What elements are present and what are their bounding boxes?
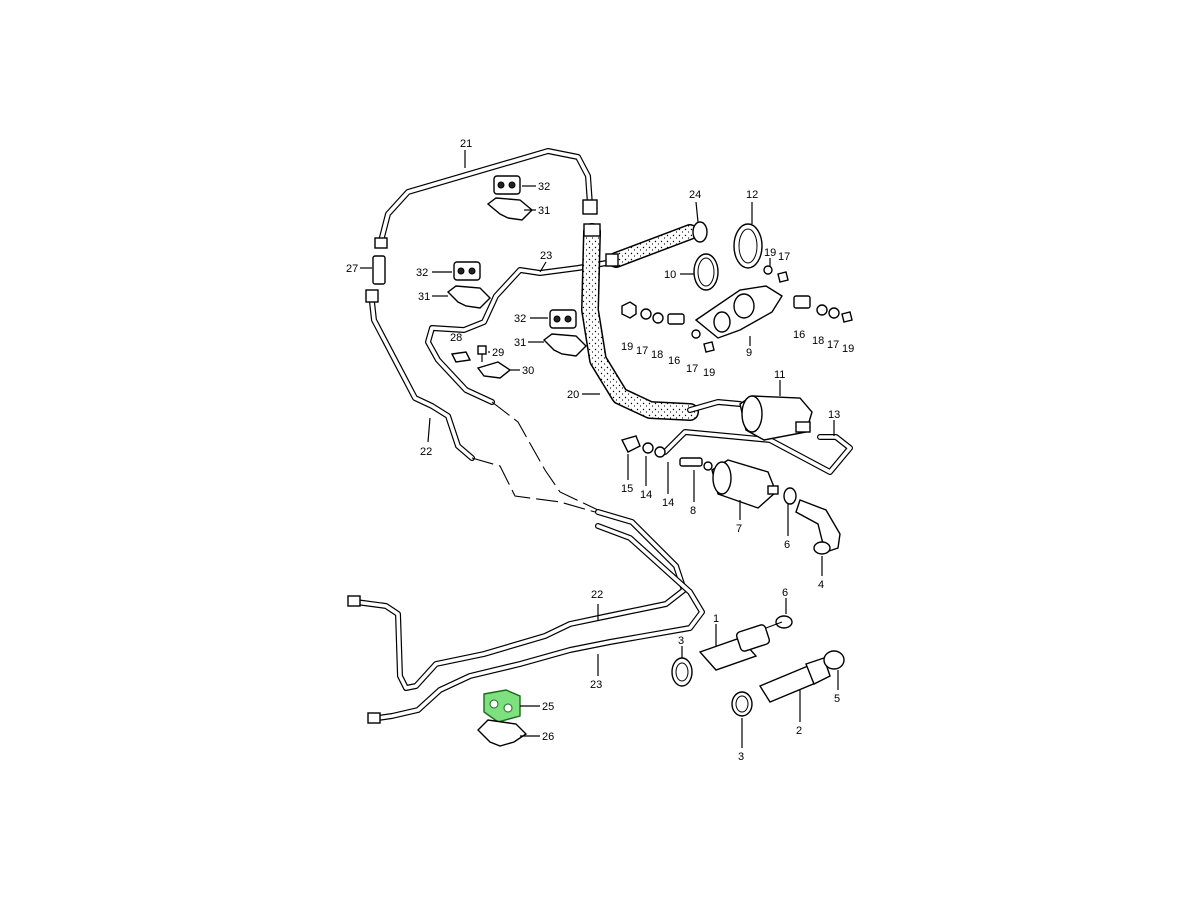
- callout-6: 6: [784, 539, 790, 551]
- callout-2: 2: [796, 725, 802, 737]
- part-3-o-ring-lower[interactable]: [731, 691, 753, 717]
- callout-24: 24: [689, 189, 701, 201]
- part-6-clamp-lower[interactable]: [775, 615, 793, 629]
- part-2-strainer[interactable]: [758, 657, 831, 703]
- callout-12: 12: [746, 189, 758, 201]
- callout-3: 3: [738, 751, 744, 763]
- callout-labels: 21 32 31 23 27 32 31 32 31 28 29 30 20 2…: [346, 138, 854, 763]
- callout-11: 11: [774, 369, 785, 381]
- fuel-hose-upper: [605, 224, 698, 268]
- part-25-clamp-highlighted[interactable]: [483, 689, 521, 723]
- hardware-left-set[interactable]: [621, 301, 715, 353]
- callout-23: 23: [540, 250, 552, 262]
- callout-10: 10: [664, 269, 676, 281]
- fuel-line-23-lower: [367, 523, 705, 724]
- part-3-o-ring-upper[interactable]: [671, 657, 693, 687]
- callout-27: 27: [346, 263, 358, 275]
- part-15-nut[interactable]: [620, 435, 641, 453]
- callout-8: 8: [690, 505, 696, 517]
- callout-25: 25: [542, 701, 554, 713]
- fuel-line-left-long: [365, 289, 596, 513]
- callout-7: 7: [736, 523, 742, 535]
- callout-31: 31: [418, 291, 430, 303]
- callout-5: 5: [834, 693, 840, 705]
- part-9-bracket[interactable]: [694, 285, 783, 339]
- fuel-line-23-upper: [425, 259, 615, 511]
- part-26-bracket[interactable]: [477, 719, 528, 747]
- clip-group-top[interactable]: [486, 175, 534, 221]
- callout-29: 29: [492, 347, 504, 359]
- clip-group-right[interactable]: [542, 309, 587, 357]
- part-28-nut[interactable]: [450, 351, 472, 363]
- callout-20: 20: [567, 389, 579, 401]
- callout-17: 17: [778, 251, 790, 263]
- part-29-screw[interactable]: [477, 345, 487, 362]
- callout-19: 19: [764, 247, 776, 259]
- callout-19: 19: [621, 341, 633, 353]
- callout-6: 6: [782, 587, 788, 599]
- callout-17: 17: [827, 339, 839, 351]
- callout-16: 16: [793, 329, 805, 341]
- callout-21: 21: [460, 138, 472, 150]
- fuel-line-13: [662, 429, 853, 475]
- part-10-clamp[interactable]: [693, 253, 719, 291]
- part-11-fuel-filter[interactable]: [739, 395, 813, 441]
- callout-31: 31: [514, 337, 526, 349]
- callout-30: 30: [522, 365, 534, 377]
- part-24-clamp[interactable]: [692, 221, 708, 243]
- leader-lines: [360, 150, 839, 748]
- fuel-hose-20: [581, 223, 743, 421]
- callout-4: 4: [818, 579, 824, 591]
- part-6-clamp-upper[interactable]: [783, 487, 797, 505]
- callout-14: 14: [662, 497, 674, 509]
- callout-23: 23: [590, 679, 602, 691]
- part-5-clamp[interactable]: [823, 650, 845, 670]
- callout-3: 3: [678, 635, 684, 647]
- callout-32: 32: [514, 313, 526, 325]
- callout-22: 22: [591, 589, 603, 601]
- callout-28: 28: [450, 332, 462, 344]
- callout-16: 16: [668, 355, 680, 367]
- callout-22: 22: [420, 446, 432, 458]
- callout-32: 32: [538, 181, 550, 193]
- fuel-line-22: [347, 509, 687, 691]
- part-30-clip[interactable]: [476, 361, 512, 379]
- callout-19: 19: [703, 367, 715, 379]
- callout-31: 31: [538, 205, 550, 217]
- callout-14: 14: [640, 489, 652, 501]
- part-7-fuel-pump[interactable]: [711, 459, 779, 509]
- callout-15: 15: [621, 483, 633, 495]
- callout-26: 26: [542, 731, 554, 743]
- part-14-washer[interactable]: [642, 442, 666, 458]
- clip-group-mid[interactable]: [446, 261, 491, 309]
- fuel-line-21: [374, 148, 598, 249]
- part-8-fitting[interactable]: [679, 457, 713, 471]
- callout-9: 9: [746, 347, 752, 359]
- part-4-hose[interactable]: [795, 499, 841, 555]
- callout-18: 18: [812, 335, 824, 347]
- callout-1: 1: [713, 613, 719, 625]
- part-27-sleeve[interactable]: [372, 255, 386, 285]
- part-1-pump-assembly[interactable]: [698, 621, 783, 671]
- callout-17: 17: [686, 363, 698, 375]
- callout-19: 19: [842, 343, 854, 355]
- part-12-clamp[interactable]: [733, 223, 763, 269]
- callout-18: 18: [651, 349, 663, 361]
- callout-13: 13: [828, 409, 840, 421]
- callout-32: 32: [416, 267, 428, 279]
- hardware-right-set[interactable]: [763, 265, 853, 323]
- callout-17: 17: [636, 345, 648, 357]
